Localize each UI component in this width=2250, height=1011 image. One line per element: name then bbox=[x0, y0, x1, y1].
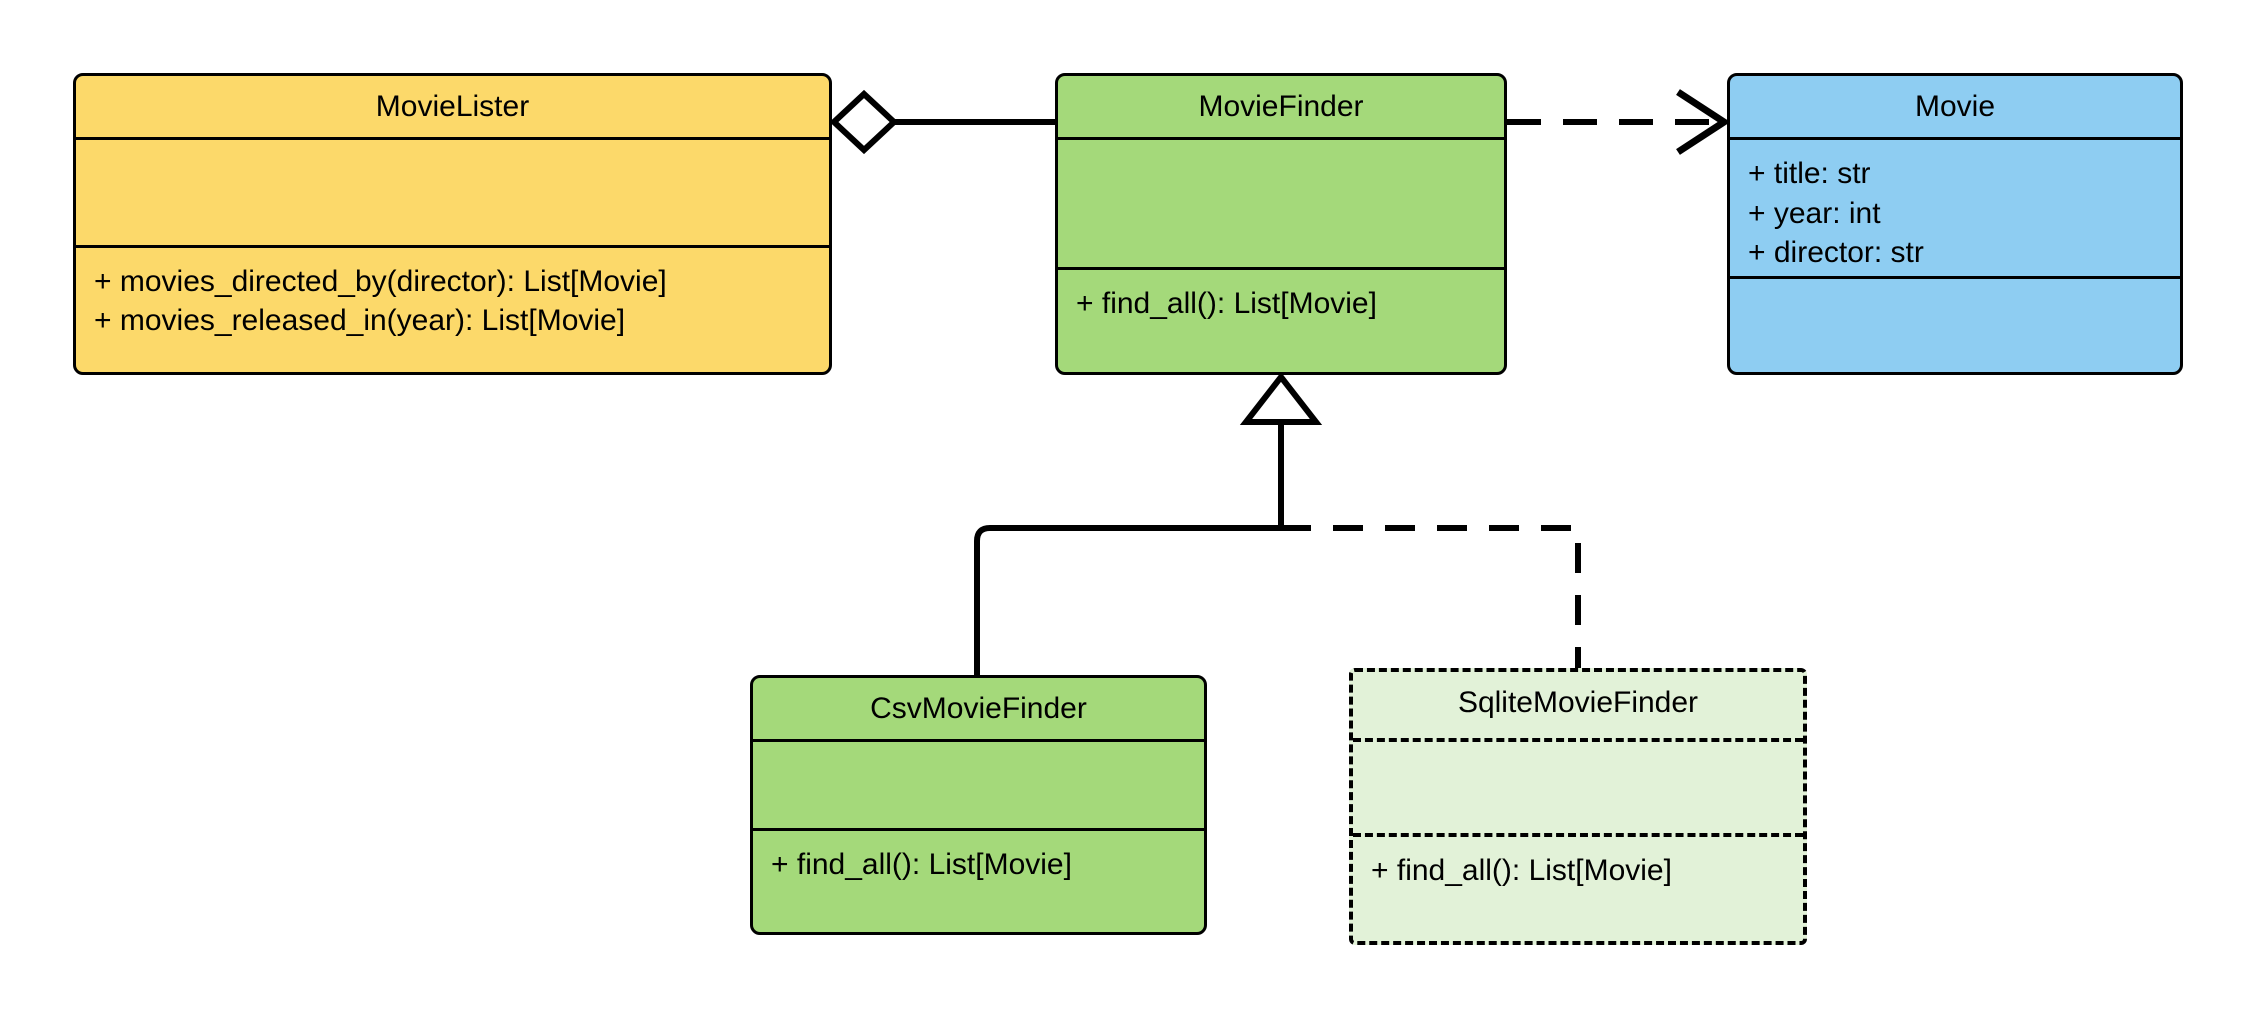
generalization-branch-csv bbox=[974, 525, 1281, 675]
methods-compartment-csv-movie-finder: + find_all(): List[Movie] bbox=[753, 828, 1204, 932]
method-row: + find_all(): List[Movie] bbox=[1371, 854, 1672, 888]
class-box-movie-lister[interactable]: MovieLister + movies_directed_by(director… bbox=[73, 73, 832, 375]
attribute-row: + year: int bbox=[1748, 196, 1881, 230]
class-box-movie[interactable]: Movie + title: str + year: int + director: … bbox=[1727, 73, 2183, 375]
method-row: + movies_released_in(year): List[Movie] bbox=[94, 304, 626, 338]
attributes-compartment-sqlite-movie-finder bbox=[1353, 738, 1803, 833]
methods-compartment-movie-lister: + movies_directed_by(director): List[Mov… bbox=[76, 244, 829, 372]
method-row: + find_all(): List[Movie] bbox=[771, 848, 1072, 882]
hollow-triangle-icon bbox=[1239, 372, 1323, 425]
edge-dependency-finder-movie bbox=[1507, 89, 1731, 155]
attribute-row: + director: str bbox=[1748, 236, 1924, 270]
method-row: + find_all(): List[Movie] bbox=[1076, 287, 1377, 321]
methods-compartment-movie-finder: + find_all(): List[Movie] bbox=[1058, 267, 1504, 372]
methods-compartment-movie bbox=[1730, 276, 2180, 372]
hollow-diamond-icon bbox=[829, 89, 899, 155]
class-box-csv-movie-finder[interactable]: CsvMovieFinder + find_all(): List[Movie] bbox=[750, 675, 1207, 935]
attributes-compartment-movie: + title: str + year: int + director: str bbox=[1730, 136, 2180, 276]
methods-compartment-sqlite-movie-finder: + find_all(): List[Movie] bbox=[1353, 833, 1803, 941]
class-name-movie-lister: MovieLister bbox=[375, 90, 530, 123]
edge-generalization-group bbox=[974, 372, 1581, 675]
class-box-sqlite-movie-finder[interactable]: SqliteMovieFinder + find_all(): List[Movi… bbox=[1349, 668, 1807, 945]
method-row: + movies_directed_by(director): List[Mov… bbox=[94, 264, 667, 298]
class-name-movie: Movie bbox=[1914, 90, 1996, 123]
class-name-csv-movie-finder: CsvMovieFinder bbox=[870, 692, 1087, 725]
generalization-branch-sqlite bbox=[1281, 525, 1581, 668]
attributes-compartment-movie-lister bbox=[76, 136, 829, 245]
attributes-compartment-movie-finder bbox=[1058, 136, 1504, 267]
edge-aggregation-lister-finder bbox=[829, 89, 1055, 155]
class-name-movie-finder: MovieFinder bbox=[1198, 90, 1364, 123]
attributes-compartment-csv-movie-finder bbox=[753, 738, 1204, 829]
class-box-movie-finder[interactable]: MovieFinder + find_all(): List[Movie] bbox=[1055, 73, 1507, 375]
open-arrow-icon bbox=[1676, 89, 1731, 155]
attribute-row: + title: str bbox=[1748, 156, 1871, 190]
class-name-sqlite-movie-finder: SqliteMovieFinder bbox=[1457, 686, 1699, 719]
